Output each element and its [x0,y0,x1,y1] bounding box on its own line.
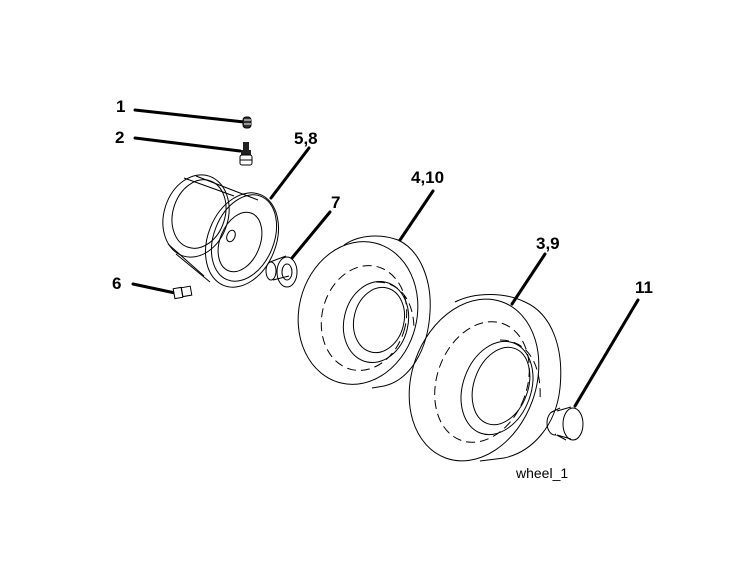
part-1-valve-cap [133,108,252,129]
part-6-grease-fitting [131,282,193,300]
callout-11: 11 [635,278,653,297]
leader-line-11 [573,298,640,408]
leader-line-3-9 [510,252,547,306]
leader-line-4-10 [398,189,435,242]
callout-2: 2 [115,128,124,147]
part-3-9-tire [408,252,562,462]
callout-4-10: 4,10 [411,168,444,187]
leader-line-5-8 [269,146,311,200]
part-11-hub-cap [546,298,640,441]
part-2-valve-stem [133,136,253,166]
callout-6: 6 [112,274,121,293]
leader-line-1 [133,108,246,124]
leader-line-6 [131,282,177,295]
part-5-8-rim [162,146,311,288]
part-7-bushing [265,210,332,288]
callout-1: 1 [116,97,125,116]
leader-line-2 [133,136,242,153]
leader-line-7 [290,210,332,260]
diagram-caption: wheel_1 [515,465,568,481]
callout-5-8: 5,8 [294,129,318,148]
callout-7: 7 [331,193,340,212]
callout-3-9: 3,9 [536,234,560,253]
part-4-10-tire [297,189,435,389]
